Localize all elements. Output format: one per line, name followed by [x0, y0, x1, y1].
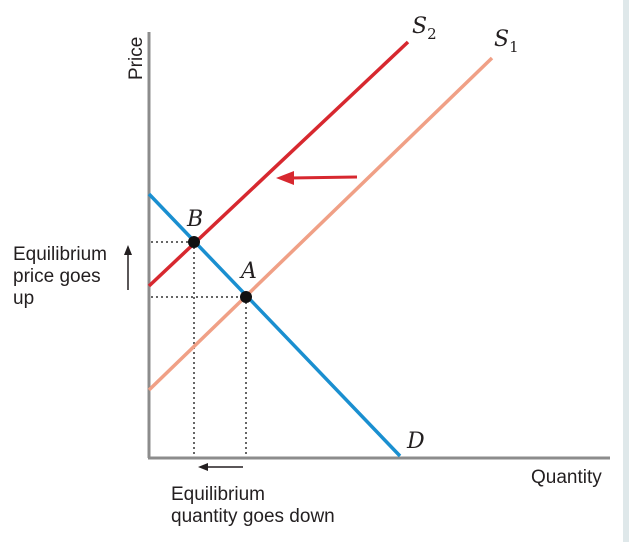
s2-label: S2 [412, 14, 437, 43]
supply-curve-s1 [147, 56, 494, 392]
demand-curve [147, 192, 402, 458]
price-up-arrow-head [124, 245, 132, 255]
d-label: D [406, 429, 425, 454]
price-goes-up-note: Equilibrium price goes up [13, 244, 133, 310]
quantity-down-arrow-head [198, 463, 208, 471]
x-axis-title: Quantity [531, 467, 602, 488]
quantity-note-line-1: Equilibrium [171, 484, 265, 505]
equilibrium-point-b [188, 236, 200, 248]
equilibrium-point-a [240, 291, 252, 303]
s1-label-sub: 1 [509, 38, 519, 56]
price-note-line-1: Equilibrium [13, 244, 107, 265]
point-b-label: B [186, 207, 203, 232]
y-axis-title: Price [126, 37, 147, 80]
point-a-label: A [239, 259, 257, 284]
price-note-line-3: up [13, 288, 35, 309]
supply-shift-arrow-head [276, 171, 294, 185]
quantity-note-line-2: quantity goes down [171, 506, 335, 527]
s2-label-main: S [412, 14, 427, 39]
supply-curve-s2 [147, 40, 410, 288]
s1-label: S1 [494, 27, 519, 56]
s1-label-main: S [494, 27, 509, 52]
supply-shift-arrow-shaft [289, 175, 358, 180]
s2-label-sub: 2 [427, 25, 437, 43]
price-note-line-2: price goes [13, 266, 101, 287]
quantity-goes-down-note: Equilibrium quantity goes down [171, 484, 371, 528]
